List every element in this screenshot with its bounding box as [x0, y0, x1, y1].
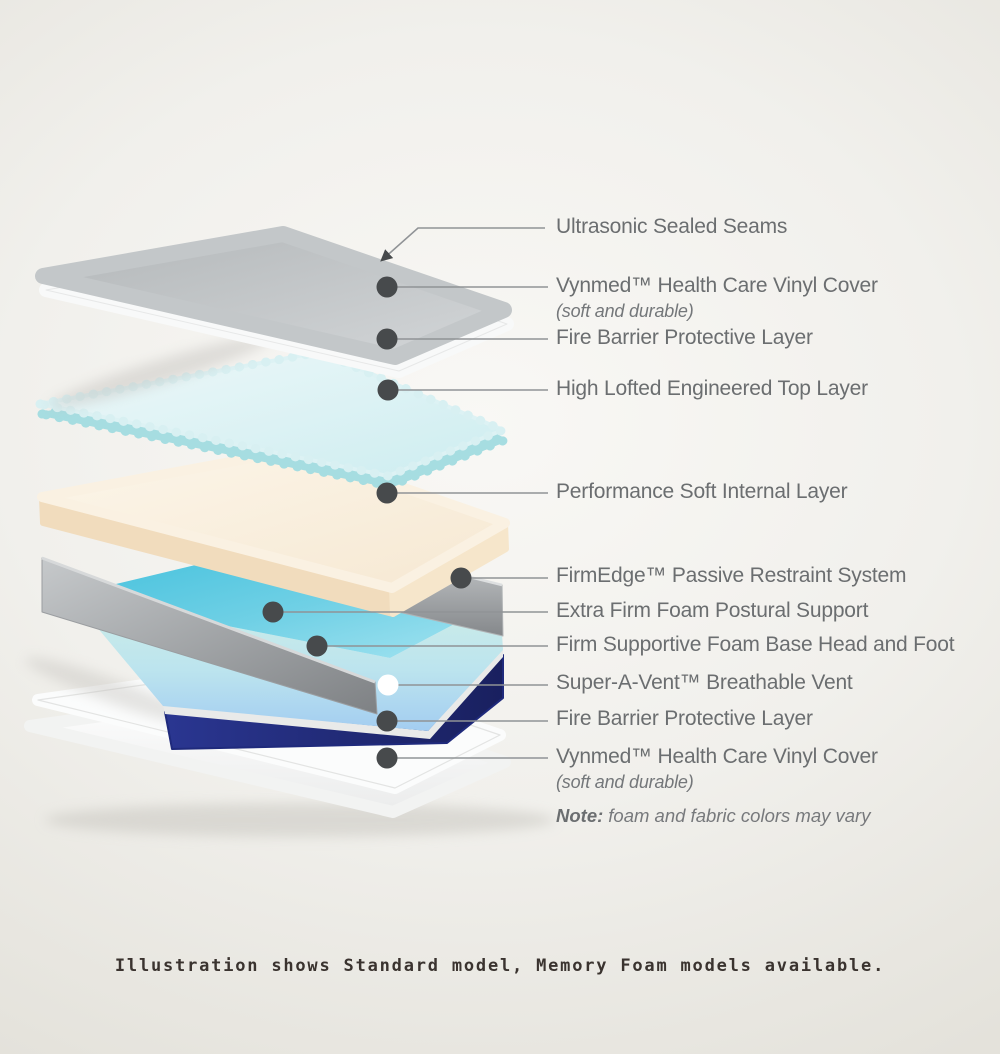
callout-label: Vynmed™ Health Care Vinyl Cover [556, 745, 878, 768]
callout-vynmed-cover-top: Vynmed™ Health Care Vinyl Cover (soft an… [556, 273, 878, 323]
callout-label: Super-A-Vent™ Breathable Vent [556, 671, 853, 694]
callout-label: Fire Barrier Protective Layer [556, 707, 813, 730]
callout-firmedge-system: FirmEdge™ Passive Restraint System [556, 563, 907, 589]
callout-vynmed-cover-bottom: Vynmed™ Health Care Vinyl Cover (soft an… [556, 744, 878, 794]
note-text: foam and fabric colors may vary [608, 805, 871, 826]
callout-high-lofted-layer: High Lofted Engineered Top Layer [556, 376, 868, 402]
note-prefix: Note: [556, 805, 604, 826]
callout-label: Performance Soft Internal Layer [556, 480, 848, 503]
callout-super-a-vent: Super-A-Vent™ Breathable Vent [556, 670, 853, 696]
core-base-strip [163, 648, 503, 739]
callout-sublabel: (soft and durable) [556, 772, 694, 792]
layer-vinyl-cover-top [35, 226, 512, 365]
callout-arrow-line [380, 227, 545, 262]
callout-extra-firm-foam: Extra Firm Foam Postural Support [556, 598, 868, 624]
color-variance-note: Note:foam and fabric colors may vary [556, 804, 870, 828]
callout-label: Fire Barrier Protective Layer [556, 326, 813, 349]
core-shadow [25, 657, 205, 727]
callout-fire-barrier-bottom: Fire Barrier Protective Layer [556, 706, 813, 732]
callout-firm-supportive-base: Firm Supportive Foam Base Head and Foot [556, 632, 955, 658]
cover-shadow [49, 336, 271, 408]
callout-label: FirmEdge™ Passive Restraint System [556, 564, 907, 587]
callout-label: Firm Supportive Foam Base Head and Foot [556, 633, 955, 656]
callout-label: Vynmed™ Health Care Vinyl Cover [556, 274, 878, 297]
callout-label: Extra Firm Foam Postural Support [556, 599, 869, 622]
callout-lines [273, 227, 548, 759]
callout-sublabel: (soft and durable) [556, 301, 694, 321]
callout-label: Ultrasonic Sealed Seams [556, 215, 788, 238]
callout-ultrasonic-sealed-seams: Ultrasonic Sealed Seams [556, 214, 787, 240]
callout-dot-white [377, 674, 399, 696]
firmedge-rail-left-highlight [41, 556, 376, 684]
callout-fire-barrier-top: Fire Barrier Protective Layer [556, 325, 813, 351]
layer-high-loft-scallops [39, 347, 515, 481]
callout-dots [262, 276, 472, 769]
callout-performance-layer: Performance Soft Internal Layer [556, 479, 848, 505]
callout-label: High Lofted Engineered Top Layer [556, 377, 868, 400]
footer-caption: Illustration shows Standard model, Memor… [114, 956, 886, 976]
floor-shadow [45, 803, 555, 837]
